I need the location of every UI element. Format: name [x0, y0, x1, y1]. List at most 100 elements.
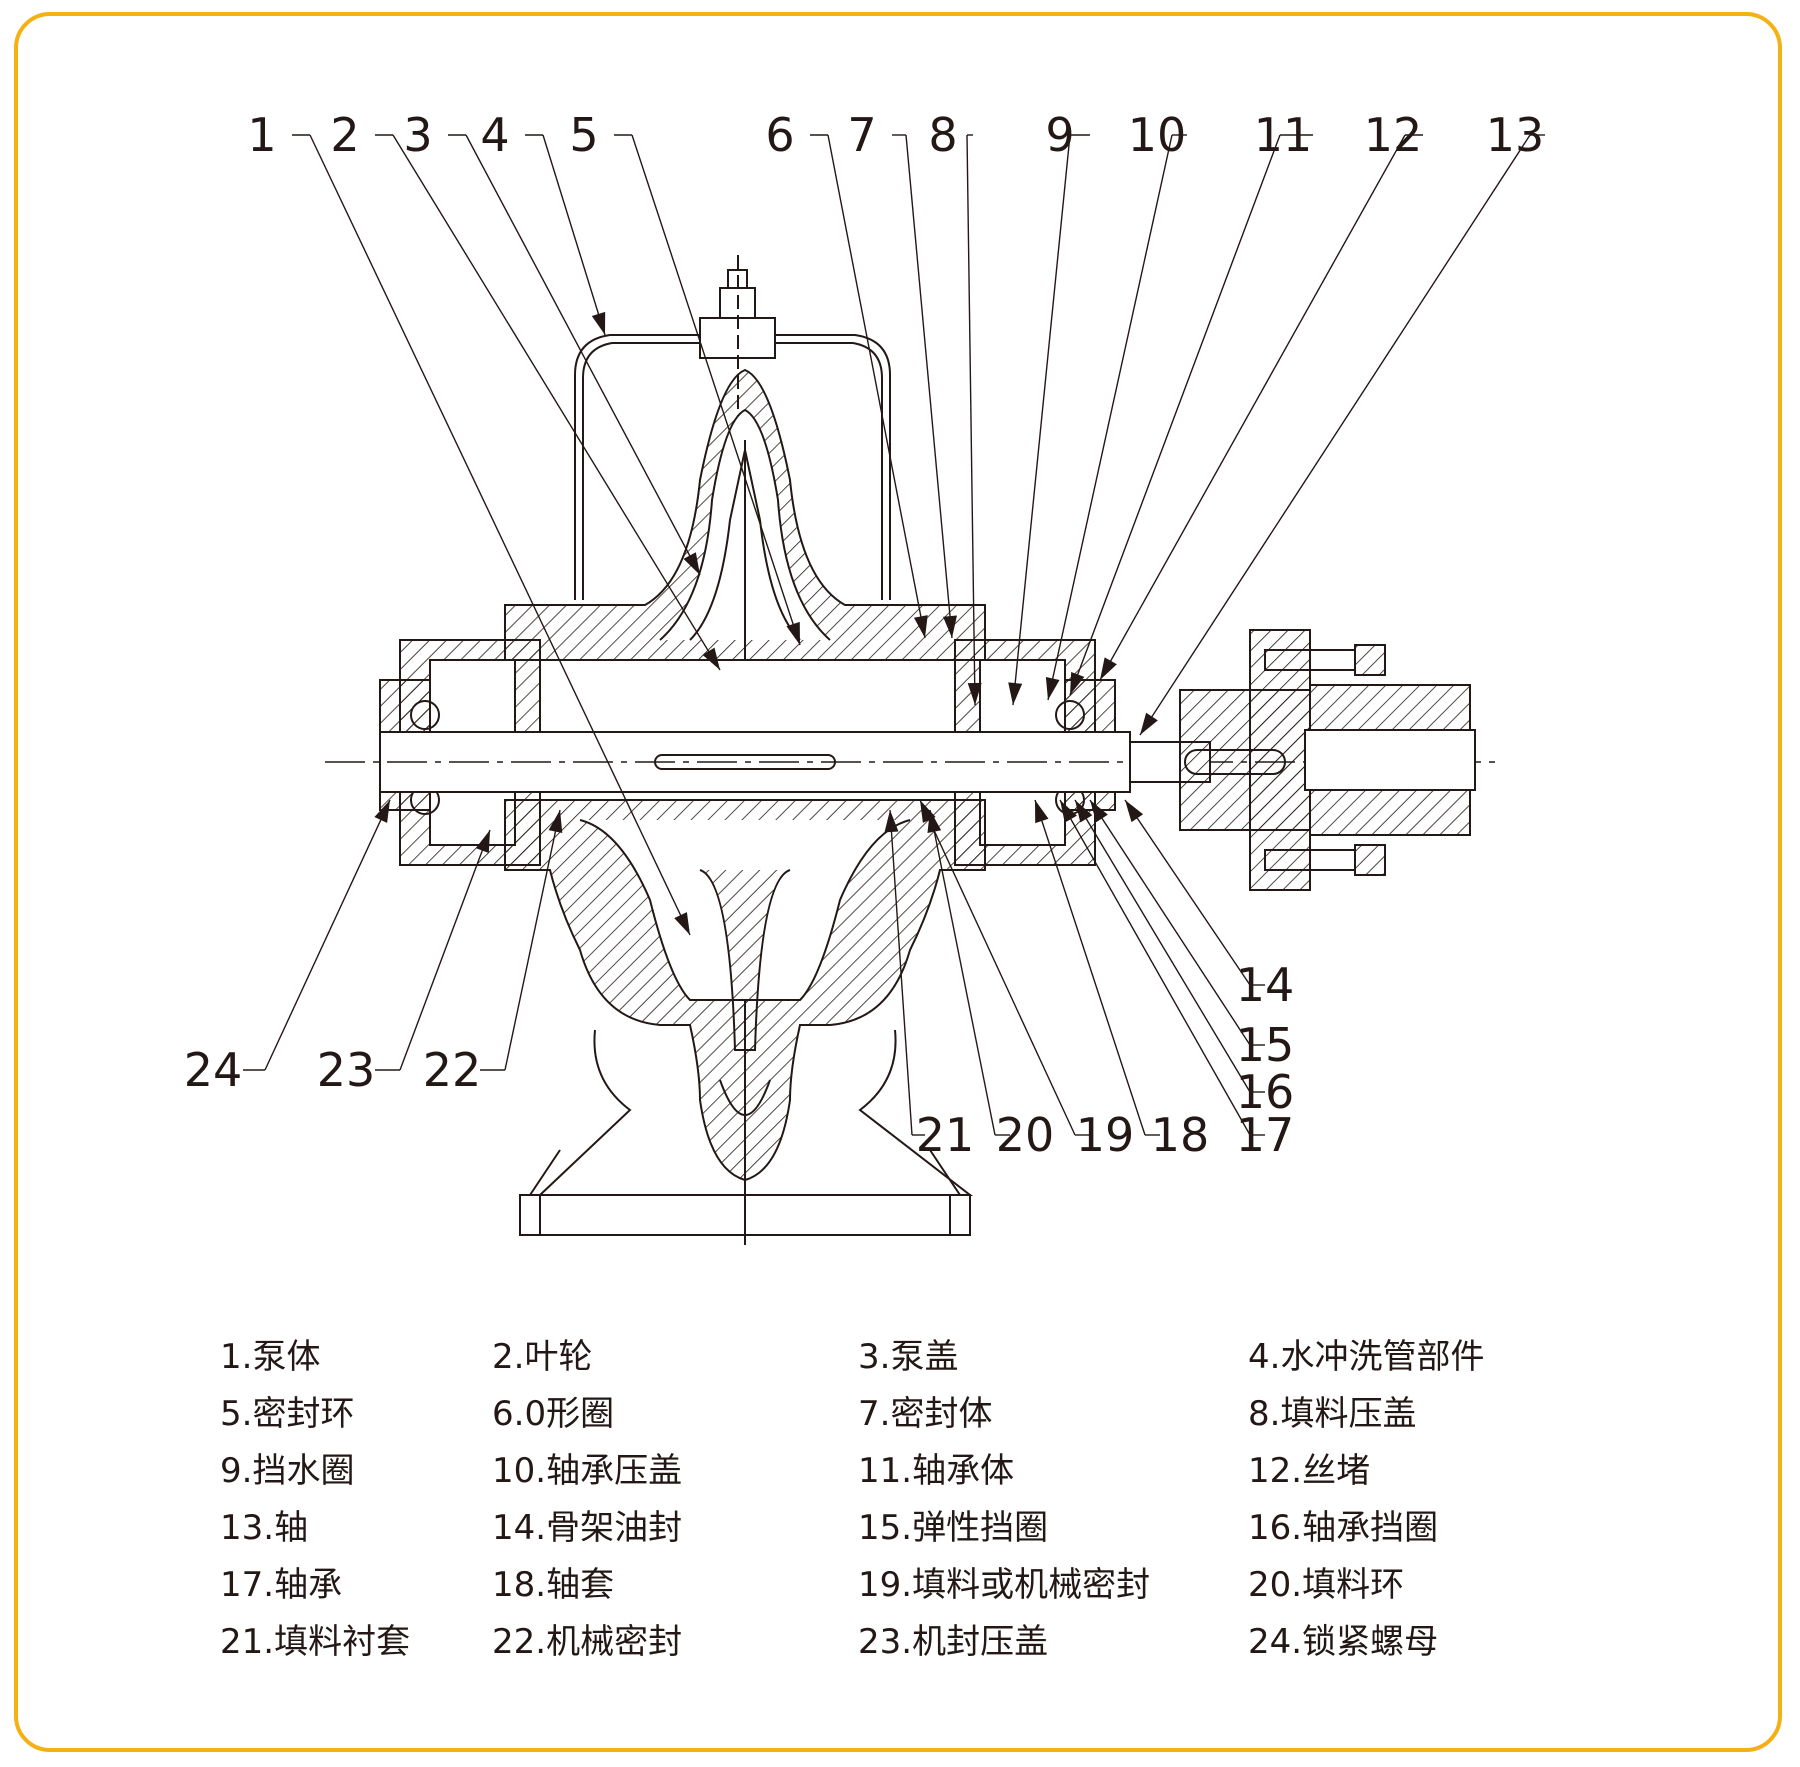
legend-item: 20.填料环 — [1248, 1565, 1405, 1605]
callout-number-23: 23 — [317, 1043, 376, 1097]
leader-line-22 — [504, 809, 561, 1071]
leader-line-18 — [1034, 799, 1146, 1136]
legend-item: 8.填料压盖 — [1248, 1394, 1417, 1434]
leader-arrowhead-22 — [548, 810, 563, 833]
leader-arrowhead-15 — [1090, 800, 1108, 823]
callout-number-4: 4 — [480, 108, 509, 162]
leader-arrowhead-16 — [1075, 800, 1093, 823]
leader-arrowhead-8 — [967, 682, 982, 705]
leader-arrowhead-23 — [475, 830, 490, 854]
leader-line-10 — [1047, 134, 1173, 701]
callout-number-6: 6 — [765, 108, 794, 162]
leader-line-16 — [1074, 799, 1251, 1093]
leader-line-8 — [966, 134, 976, 706]
legend-item: 21.填料衬套 — [220, 1622, 411, 1662]
leader-line-2 — [392, 134, 721, 671]
legend-item: 15.弹性挡圈 — [858, 1508, 1049, 1548]
legend-item: 18.轴套 — [492, 1565, 615, 1605]
legend-row: 9.挡水圈 10.轴承压盖 11.轴承体 12.丝堵 — [220, 1439, 1620, 1496]
pump-drawing — [325, 255, 1500, 1245]
leader-line-4 — [542, 134, 606, 336]
legend-item: 11.轴承体 — [858, 1451, 1015, 1491]
leader-arrowhead-24 — [374, 800, 390, 823]
legend-item: 6.0形圈 — [492, 1394, 615, 1434]
callout-number-11: 11 — [1254, 108, 1313, 162]
leader-arrowhead-7 — [943, 615, 957, 638]
callout-number-22: 22 — [423, 1043, 482, 1097]
legend-item: 16.轴承挡圈 — [1248, 1508, 1439, 1548]
legend-item: 12.丝堵 — [1248, 1451, 1371, 1491]
leader-arrowheads — [374, 311, 1158, 935]
legend-item: 19.填料或机械密封 — [858, 1565, 1151, 1605]
coupling — [1179, 629, 1476, 891]
leader-line-17 — [1059, 799, 1251, 1136]
leader-arrowhead-10 — [1045, 677, 1060, 700]
leader-arrowhead-12 — [1100, 657, 1117, 680]
leader-arrowhead-3 — [683, 552, 700, 575]
callout-number-17: 17 — [1236, 1108, 1295, 1162]
leader-line-20 — [929, 809, 996, 1136]
leader-arrowhead-18 — [1035, 800, 1049, 824]
callout-number-7: 7 — [847, 108, 876, 162]
legend-item: 5.密封环 — [220, 1394, 355, 1434]
callout-number-9: 9 — [1045, 108, 1074, 162]
callout-number-21: 21 — [916, 1108, 975, 1162]
legend-item: 3.泵盖 — [858, 1337, 959, 1377]
legend-item: 14.骨架油封 — [492, 1508, 683, 1548]
callout-number-16: 16 — [1236, 1065, 1295, 1119]
leader-arrowhead-1 — [674, 912, 690, 935]
callout-number-19: 19 — [1076, 1108, 1135, 1162]
leader-line-11 — [1069, 134, 1281, 696]
callout-number-8: 8 — [928, 108, 957, 162]
casing-lower — [504, 799, 986, 1245]
leader-arrowhead-20 — [927, 810, 942, 833]
leader-arrowhead-13 — [1140, 712, 1158, 735]
legend-item: 17.轴承 — [220, 1565, 343, 1605]
legend-row: 5.密封环 6.0形圈 7.密封体 8.填料压盖 — [220, 1382, 1620, 1439]
leader-line-13 — [1139, 134, 1531, 736]
leader-line-21 — [889, 809, 913, 1136]
leader-line-14 — [1124, 799, 1251, 986]
leader-arrowhead-5 — [786, 621, 800, 645]
legend-row: 17.轴承 18.轴套 19.填料或机械密封 20.填料环 — [220, 1553, 1620, 1610]
leader-line-12 — [1099, 134, 1406, 681]
leader-line-7 — [905, 134, 953, 639]
callout-number-14: 14 — [1236, 958, 1295, 1012]
leader-arrowhead-11 — [1070, 671, 1085, 695]
legend-item: 10.轴承压盖 — [492, 1451, 683, 1491]
leader-arrowhead-17 — [1060, 800, 1077, 823]
legend-item: 23.机封压盖 — [858, 1622, 1049, 1662]
legend-item: 9.挡水圈 — [220, 1451, 355, 1491]
leader-line-1 — [309, 134, 691, 936]
leader-arrowhead-4 — [591, 311, 606, 335]
callout-number-18: 18 — [1151, 1108, 1210, 1162]
callout-number-13: 13 — [1486, 108, 1545, 162]
legend-item: 7.密封体 — [858, 1394, 993, 1434]
leader-line-9 — [1012, 134, 1071, 706]
leader-arrowhead-9 — [1008, 682, 1023, 705]
callout-number-2: 2 — [330, 108, 359, 162]
legend-item: 13.轴 — [220, 1508, 309, 1548]
leader-line-15 — [1089, 799, 1251, 1046]
leader-line-5 — [631, 134, 801, 646]
leader-line-3 — [465, 134, 701, 576]
callout-number-12: 12 — [1364, 108, 1423, 162]
pump-base — [519, 1029, 973, 1236]
leader-line-23 — [399, 829, 491, 1071]
leader-arrowhead-21 — [884, 810, 899, 833]
leader-arrowhead-6 — [913, 615, 928, 638]
leader-arrowhead-14 — [1125, 800, 1144, 823]
legend-item: 1.泵体 — [220, 1337, 321, 1377]
callout-number-20: 20 — [996, 1108, 1055, 1162]
legend-row: 13.轴 14.骨架油封 15.弹性挡圈 16.轴承挡圈 — [220, 1496, 1620, 1553]
callout-number-1: 1 — [247, 108, 276, 162]
leader-line-19 — [919, 799, 1076, 1136]
leader-line-6 — [827, 134, 926, 639]
leader-line-24 — [264, 799, 391, 1071]
callout-number-15: 15 — [1236, 1018, 1295, 1072]
casing-upper — [504, 368, 986, 661]
